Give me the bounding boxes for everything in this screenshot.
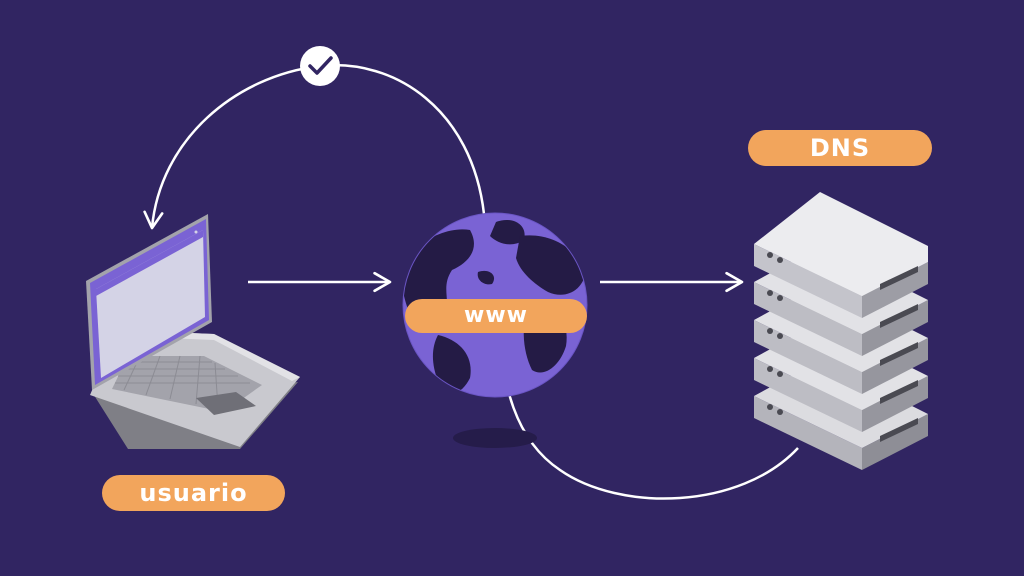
user-label: usuario [102,475,285,511]
server-unit [754,192,928,318]
www-label: www [405,299,587,333]
dns-label: DNS [748,130,932,166]
arrow-response-to-user [143,63,486,230]
check-icon [300,46,340,86]
server-stack-icon [754,192,928,470]
laptop-icon [86,214,300,449]
